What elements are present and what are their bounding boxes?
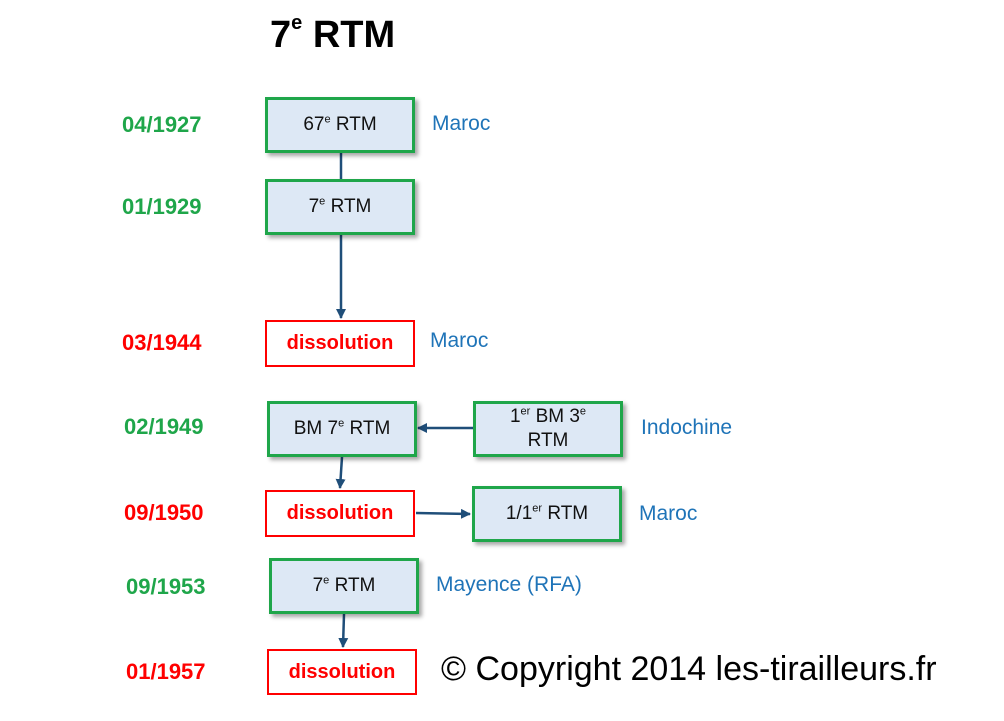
- diagram-title: 7e RTM: [270, 12, 396, 56]
- connector-arrow: [338, 613, 349, 648]
- date-label: 01/1929: [122, 194, 202, 219]
- place-label: Maroc: [430, 329, 489, 352]
- unit-box-bm-7e-rtm: BM 7e RTM: [267, 401, 417, 457]
- unit-box-1-1er-rtm: 1/1er RTM: [472, 486, 622, 542]
- place-label: Maroc: [639, 502, 698, 525]
- unit-box-7e-rtm-1953: 7e RTM: [269, 558, 419, 614]
- date-label: 04/1927: [122, 112, 202, 137]
- connector-arrow: [335, 456, 346, 489]
- date-label: 02/1949: [124, 414, 204, 439]
- place-label: Indochine: [641, 416, 733, 439]
- date-label: 03/1944: [122, 330, 202, 355]
- dissolution-box: dissolution: [265, 320, 415, 367]
- place-label: Maroc: [432, 112, 491, 135]
- date-label: 09/1953: [126, 574, 206, 599]
- date-label: 01/1957: [126, 659, 206, 684]
- copyright-notice: © Copyright 2014 les-tirailleurs.fr: [441, 650, 937, 688]
- unit-box-1er-bm-3e-rtm: 1er BM 3e RTM: [473, 401, 623, 457]
- place-label: Mayence (RFA): [436, 573, 582, 596]
- connector-arrow: [415, 508, 471, 519]
- unit-box-7e-rtm: 7e RTM: [265, 179, 415, 235]
- unit-box-67e-rtm: 67e RTM: [265, 97, 415, 153]
- dissolution-box: dissolution: [267, 649, 417, 695]
- dissolution-box: dissolution: [265, 490, 415, 537]
- date-label: 09/1950: [124, 500, 204, 525]
